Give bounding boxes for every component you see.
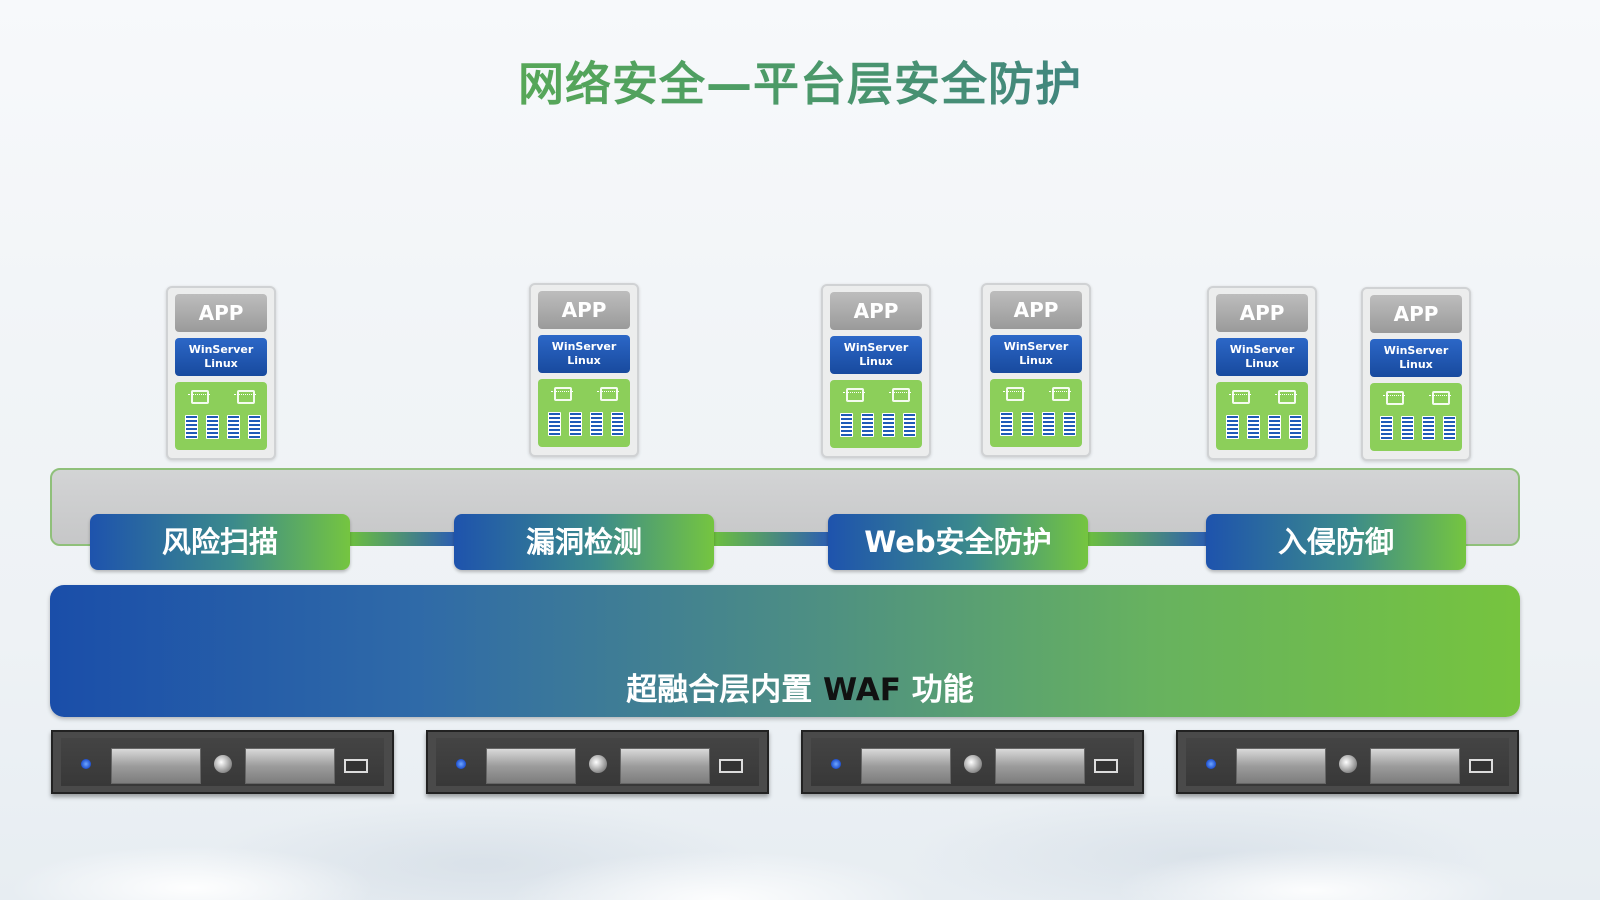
drive-bay (1236, 748, 1326, 784)
app-layer: APP (538, 291, 630, 329)
memory-icon (861, 413, 874, 437)
function-web-protection: Web安全防护 (828, 514, 1088, 570)
cpu-icon (1049, 387, 1071, 401)
hardware-layer (830, 380, 922, 448)
hardware-layer (990, 379, 1082, 447)
app-layer: APP (175, 294, 267, 332)
slot-icon (719, 759, 743, 773)
hardware-layer (1370, 383, 1462, 451)
knob-icon (964, 755, 982, 773)
cpu-icon (843, 388, 865, 402)
function-risk-scan: 风险扫描 (90, 514, 350, 570)
memory-icon (1443, 416, 1456, 440)
hardware-layer (538, 379, 630, 447)
memory-icon (227, 415, 240, 439)
memory-icon (903, 413, 916, 437)
cpu-icon (551, 387, 573, 401)
power-led-icon (456, 759, 466, 769)
memory-icon (1226, 415, 1239, 439)
knob-icon (589, 755, 607, 773)
cpu-icon (1275, 390, 1297, 404)
server-icon (51, 730, 394, 794)
cpu-icon (1383, 391, 1405, 405)
drive-bay (111, 748, 201, 784)
slot-icon (344, 759, 368, 773)
app-layer: APP (830, 292, 922, 330)
memory-icon (1289, 415, 1302, 439)
connector (350, 532, 454, 546)
memory-icon (185, 415, 198, 439)
app-layer: APP (1216, 294, 1308, 332)
app-layer: APP (990, 291, 1082, 329)
slot-icon (1094, 759, 1118, 773)
function-intrusion-prevention: 入侵防御 (1206, 514, 1466, 570)
memory-icon (1268, 415, 1281, 439)
cpu-icon (1003, 387, 1025, 401)
memory-icon (1380, 416, 1393, 440)
memory-icon (206, 415, 219, 439)
slot-icon (1469, 759, 1493, 773)
cpu-icon (1429, 391, 1451, 405)
drive-bay (861, 748, 951, 784)
knob-icon (1339, 755, 1357, 773)
cpu-icon (188, 390, 210, 404)
drive-bay (995, 748, 1085, 784)
waf-layer (50, 585, 1520, 717)
memory-icon (1021, 412, 1034, 436)
server-icon (801, 730, 1144, 794)
drive-bay (1370, 748, 1460, 784)
app-layer: APP (1370, 295, 1462, 333)
memory-icon (1042, 412, 1055, 436)
memory-icon (1000, 412, 1013, 436)
function-vuln-detect: 漏洞检测 (454, 514, 714, 570)
hardware-layer (1216, 382, 1308, 450)
server-icon (1176, 730, 1519, 794)
memory-icon (840, 413, 853, 437)
server-icon (426, 730, 769, 794)
power-led-icon (81, 759, 91, 769)
connector (1088, 532, 1206, 546)
power-led-icon (1206, 759, 1216, 769)
memory-icon (611, 412, 624, 436)
page-title: 网络安全—平台层安全防护 (0, 48, 1600, 114)
drive-bay (245, 748, 335, 784)
cpu-icon (597, 387, 619, 401)
memory-icon (569, 412, 582, 436)
memory-icon (1063, 412, 1076, 436)
cpu-icon (1229, 390, 1251, 404)
cpu-icon (889, 388, 911, 402)
power-led-icon (831, 759, 841, 769)
memory-icon (1401, 416, 1414, 440)
cpu-icon (234, 390, 256, 404)
connector (714, 532, 828, 546)
hardware-layer (175, 382, 267, 450)
drive-bay (620, 748, 710, 784)
memory-icon (1422, 416, 1435, 440)
memory-icon (1247, 415, 1260, 439)
knob-icon (214, 755, 232, 773)
waf-label: 超融合层内置 WAF 功能 (626, 672, 974, 708)
memory-icon (882, 413, 895, 437)
memory-icon (590, 412, 603, 436)
memory-icon (248, 415, 261, 439)
memory-icon (548, 412, 561, 436)
drive-bay (486, 748, 576, 784)
